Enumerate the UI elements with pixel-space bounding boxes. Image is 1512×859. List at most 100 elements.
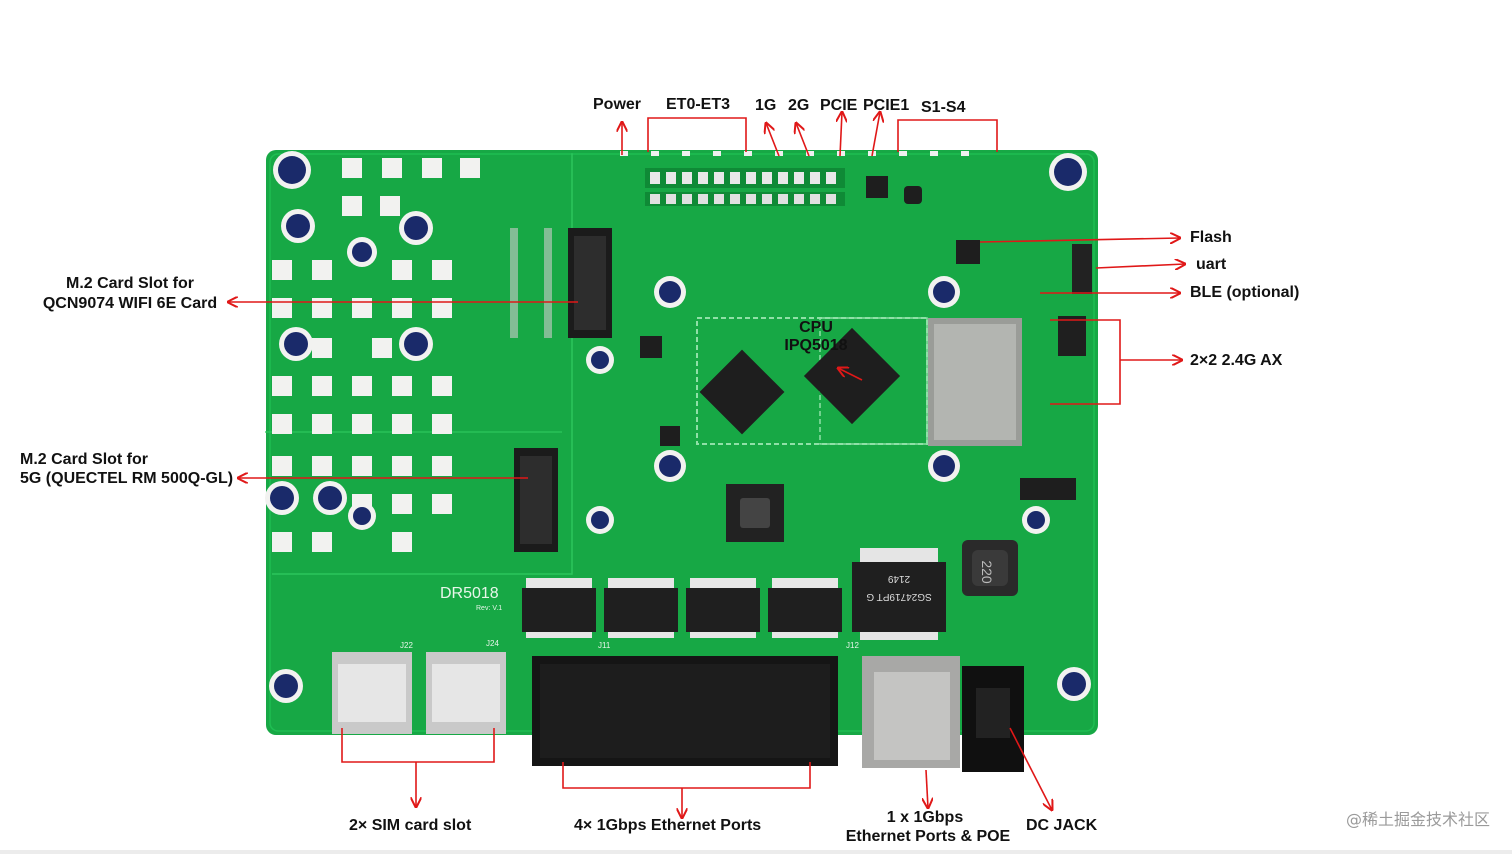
transformer-pins-bottom [608, 632, 674, 638]
antenna-pad [392, 260, 412, 280]
label-1x-eth-line2: Ethernet Ports & POE [838, 827, 1018, 847]
rj45-ref: J11 [598, 641, 611, 650]
transformer-pins-bottom [690, 632, 756, 638]
mounting-hole [933, 281, 955, 303]
label-m2-5g-line2: 5G (QUECTEL RM 500Q-GL) [20, 469, 233, 489]
label-2g: 2G [788, 96, 809, 116]
antenna-pad [382, 158, 402, 178]
antenna-pad [392, 494, 412, 514]
top-smd-pad [930, 151, 938, 156]
label-cpu: CPU [780, 318, 852, 338]
antenna-pad [392, 376, 412, 396]
antenna-pad [352, 414, 372, 434]
transformer-pins-top [608, 578, 674, 588]
antenna-pad [392, 414, 412, 434]
mounting-hole [274, 674, 298, 698]
mounting-hole [270, 486, 294, 510]
led-pad [730, 172, 740, 184]
transformer-pins-top [690, 578, 756, 588]
sim-left-ref: J22 [400, 641, 413, 650]
label-4x-eth: 4× 1Gbps Ethernet Ports [574, 816, 761, 836]
antenna-pad [392, 298, 412, 318]
label-ipq5018: IPQ5018 [772, 336, 860, 356]
label-m2-5g-line1: M.2 Card Slot for [20, 450, 148, 470]
antenna-pad [272, 532, 292, 552]
label-et0-et3: ET0-ET3 [666, 95, 730, 115]
mounting-hole [404, 332, 428, 356]
label-ble: BLE (optional) [1190, 283, 1299, 303]
resistor-pad [730, 194, 740, 204]
top-smd-pad [651, 151, 659, 156]
led-pad [714, 172, 724, 184]
top-smd-pad [682, 151, 690, 156]
inductor-mark: 220 [979, 560, 995, 584]
transformer-mark: SG24719PT G [866, 591, 932, 602]
top-smd-pad [961, 151, 969, 156]
resistor-pad [762, 194, 772, 204]
sim-right-ref: J24 [486, 639, 499, 648]
antenna-pad [372, 338, 392, 358]
antenna-pad [422, 158, 442, 178]
antenna-pad [342, 158, 362, 178]
resistor-pad [794, 194, 804, 204]
led-pad [650, 172, 660, 184]
antenna-pad [352, 376, 372, 396]
transformer-pins-bottom [772, 632, 838, 638]
led-pad [778, 172, 788, 184]
transformer-pins-bottom [526, 632, 592, 638]
led-pad [794, 172, 804, 184]
resistor-pad [650, 194, 660, 204]
mounting-hole [591, 511, 609, 529]
ethernet-transformer [686, 588, 760, 632]
antenna-pad [272, 414, 292, 434]
antenna-pad [312, 414, 332, 434]
antenna-pad [352, 298, 372, 318]
label-dc-jack: DC JACK [1026, 816, 1097, 836]
label-pcie: PCIE [820, 96, 857, 116]
label-2x2-ax: 2×2 2.4G AX [1190, 351, 1282, 371]
label-1g: 1G [755, 96, 776, 116]
led-pad [698, 172, 708, 184]
label-sim: 2× SIM card slot [349, 816, 471, 836]
mounting-hole [284, 332, 308, 356]
mounting-hole [404, 216, 428, 240]
bottom-rule [0, 850, 1512, 854]
label-s1-s4: S1-S4 [921, 98, 965, 118]
rf-shield [928, 318, 1022, 446]
rj45-wan [862, 656, 960, 768]
ethernet-transformer [604, 588, 678, 632]
mounting-hole [318, 486, 342, 510]
resistor-pad [826, 194, 836, 204]
led-pad [682, 172, 692, 184]
mounting-hole [286, 214, 310, 238]
antenna-pad [380, 196, 400, 216]
antenna-pad [392, 456, 412, 476]
antenna-pad [392, 532, 412, 552]
mounting-hole [659, 281, 681, 303]
led-pad [762, 172, 772, 184]
led-pad [746, 172, 756, 184]
resistor-pad [714, 194, 724, 204]
label-uart: uart [1196, 255, 1226, 275]
top-smd-pad [899, 151, 907, 156]
antenna-pad [432, 414, 452, 434]
antenna-pad [352, 456, 372, 476]
mounting-hole [933, 455, 955, 477]
antenna-pad [432, 494, 452, 514]
rj45-quad-block [532, 656, 838, 766]
m2-5g-slot [514, 448, 558, 552]
transformer-code: 2149 [887, 573, 910, 584]
label-1x-eth-line1: 1 x 1Gbps [850, 808, 1000, 828]
label-power: Power [593, 95, 641, 115]
mounting-hole [352, 242, 372, 262]
resistor-pad [666, 194, 676, 204]
transformer-pins-top [526, 578, 592, 588]
top-smd-pad [713, 151, 721, 156]
mounting-hole [278, 156, 306, 184]
led-pad [826, 172, 836, 184]
resistor-pad [810, 194, 820, 204]
watermark: @稀土掘金技术社区 [1346, 806, 1490, 830]
resistor-pad [746, 194, 756, 204]
antenna-pad [432, 260, 452, 280]
